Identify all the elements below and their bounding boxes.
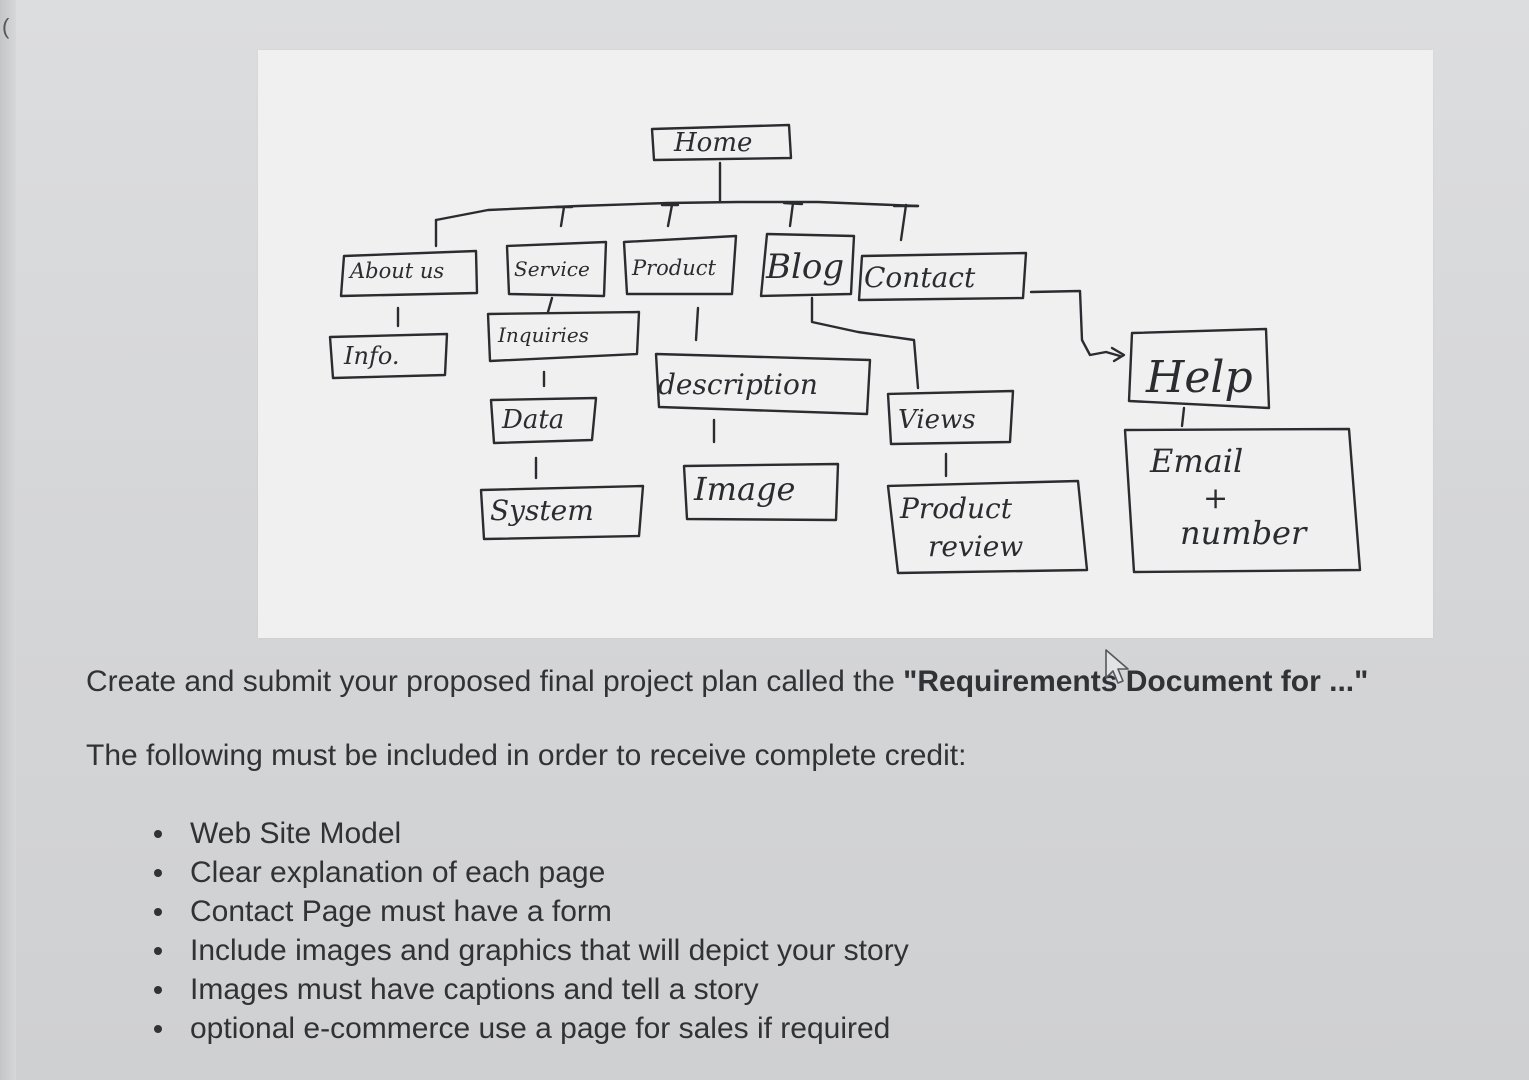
node-help-label: Help [1145, 352, 1253, 403]
credit-paragraph: The following must be included in order … [86, 739, 967, 772]
node-help: Help [1127, 327, 1271, 410]
connector-service-inquiries [546, 296, 554, 314]
node-blog: Blog [759, 232, 856, 298]
node-views: Views [886, 389, 1015, 446]
node-info: Info. [328, 332, 449, 380]
connector-product-description [694, 306, 700, 342]
list-item: Clear explanation of each page [154, 855, 909, 894]
requirement-text: Include images and graphics that will de… [190, 934, 909, 967]
requirement-text: Images must have captions and tell a sto… [190, 973, 759, 1006]
mouse-cursor-icon [1105, 649, 1129, 684]
document-title: "Requirements Document for ..." [903, 665, 1369, 698]
node-data-label: Data [501, 405, 564, 435]
requirement-text: Web Site Model [190, 817, 402, 850]
requirement-text: Contact Page must have a form [190, 895, 612, 928]
node-description: description [654, 352, 872, 416]
left-bracket-icon: ( [2, 14, 10, 39]
node-image: Image [682, 462, 840, 522]
list-item: Web Site Model [154, 816, 909, 855]
connector-blog-views [810, 296, 920, 390]
node-product-label: Product [631, 256, 717, 280]
connector-tick-product [660, 203, 680, 228]
node-inquiries-label: Inquiries [497, 323, 589, 347]
intro-paragraph: Create and submit your proposed final pr… [86, 664, 1506, 700]
node-description-label: description [658, 368, 818, 401]
node-info-label: Info. [343, 342, 399, 370]
node-home-label: Home [673, 128, 752, 158]
requirement-text: optional e-commerce use a page for sales… [190, 1012, 891, 1045]
node-inquiries: Inquiries [486, 310, 641, 363]
node-contact: Contact [857, 251, 1028, 302]
node-service: Service [505, 240, 608, 298]
bullet-icon [154, 986, 162, 994]
bullet-icon [154, 1025, 162, 1033]
list-item: Include images and graphics that will de… [154, 933, 909, 972]
connector-tick-service [554, 205, 574, 228]
intro-text: Create and submit your proposed final pr… [86, 665, 904, 698]
node-views-label: Views [898, 405, 976, 435]
node-product-review-line2: review [928, 530, 1023, 563]
node-system: System [479, 484, 645, 541]
left-edge: ( [0, 0, 16, 1080]
bullet-icon [154, 830, 162, 838]
node-product-review: Product review [886, 479, 1089, 575]
bullet-icon [154, 947, 162, 955]
node-product-review-line1: Product [899, 492, 1013, 525]
node-home: Home [650, 123, 793, 162]
node-product: Product [622, 234, 738, 296]
bullet-icon [154, 908, 162, 916]
node-email-line1: Email [1149, 442, 1243, 480]
node-email-number: Email + number [1123, 427, 1362, 574]
node-email-line2: + [1203, 481, 1228, 516]
connector-branch-bar [434, 200, 920, 222]
node-email-line3: number [1180, 514, 1308, 552]
node-service-label: Service [514, 257, 590, 281]
requirement-text: Clear explanation of each page [190, 856, 606, 889]
node-system-label: System [490, 494, 594, 527]
sitemap-diagram: Home About us Service Product Blog Cont [328, 123, 1362, 575]
node-blog-label: Blog [765, 247, 844, 287]
website-model-sketch: Home About us Service Product Blog Cont [258, 50, 1433, 638]
node-data: Data [489, 396, 598, 445]
node-image-label: Image [693, 470, 795, 508]
list-item: Images must have captions and tell a sto… [154, 972, 909, 1011]
connector-help-email [1180, 406, 1186, 428]
connector-tick-blog [782, 201, 804, 228]
assignment-instructions: Create and submit your proposed final pr… [86, 664, 1506, 1045]
node-about-us: About us [339, 249, 479, 298]
requirements-list: Web Site Model Clear explanation of each… [154, 816, 909, 1050]
list-item: optional e-commerce use a page for sales… [154, 1011, 909, 1050]
bullet-icon [154, 869, 162, 877]
node-about-us-label: About us [348, 259, 444, 283]
node-contact-label: Contact [864, 261, 976, 294]
connector-tick-contact [892, 203, 920, 242]
connector-contact-help [1029, 289, 1126, 363]
list-item: Contact Page must have a form [154, 894, 909, 933]
